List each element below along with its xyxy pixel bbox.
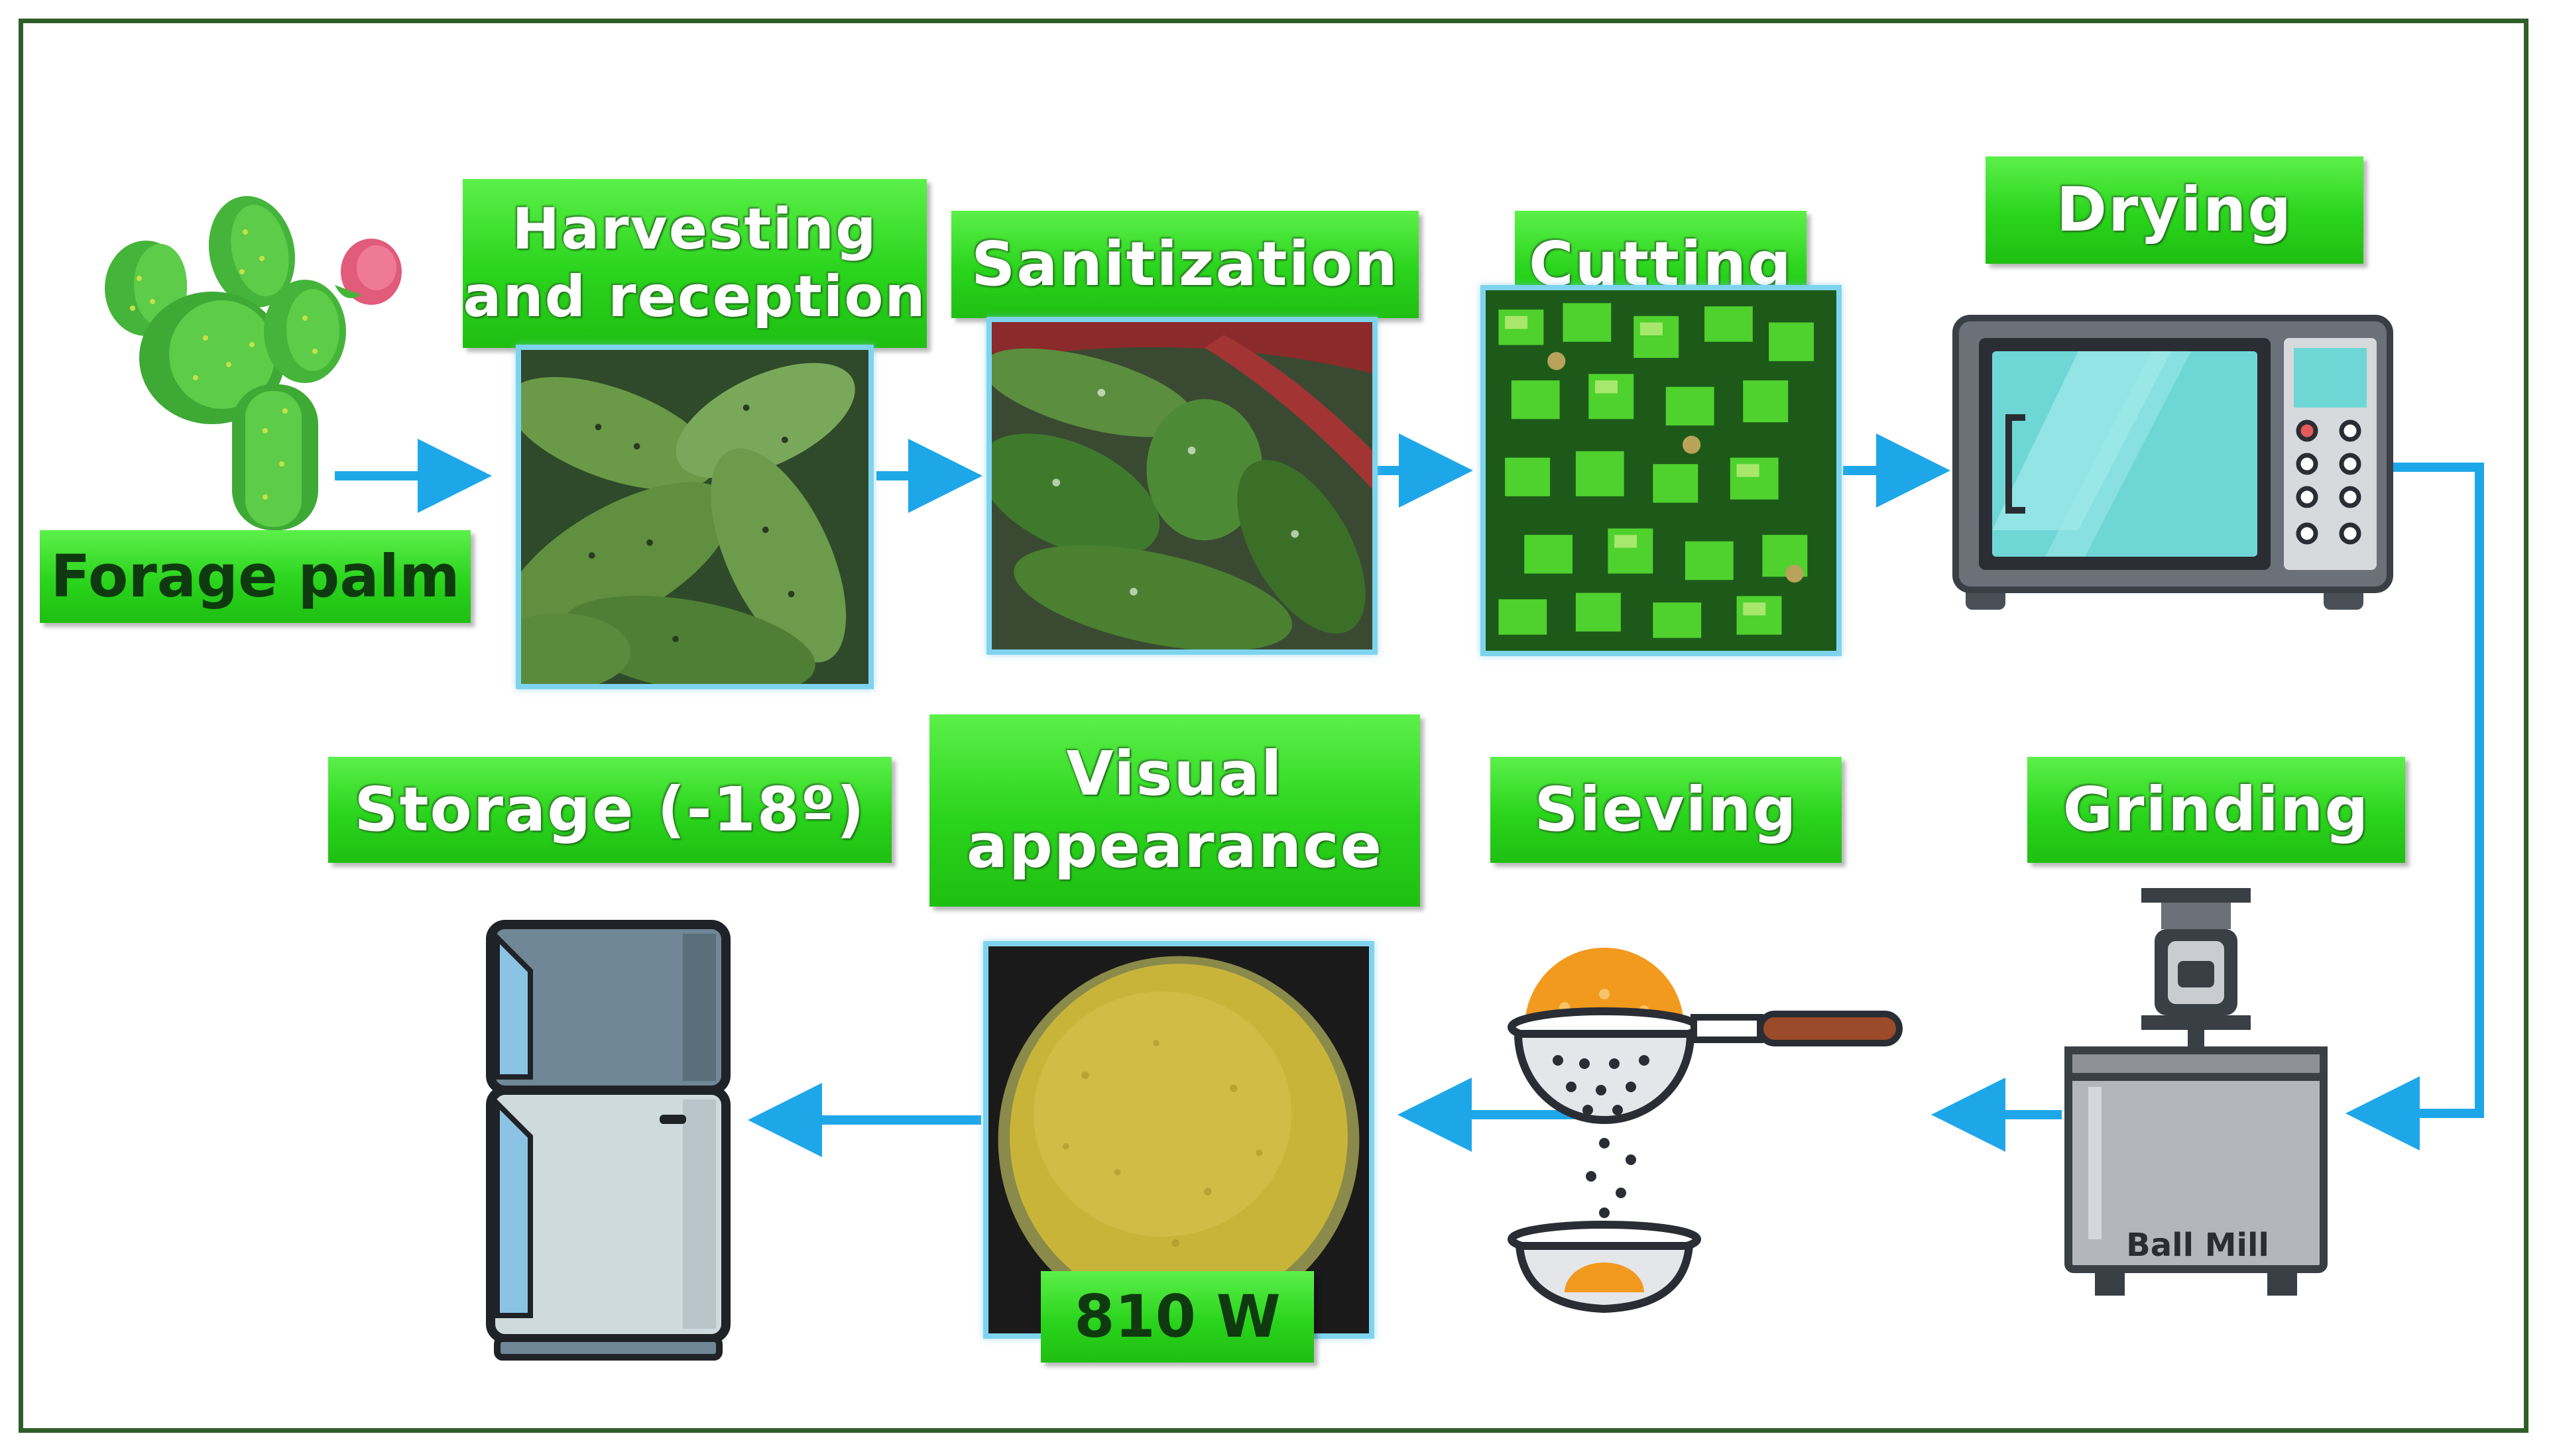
label-sieving: Sieving	[1490, 757, 1842, 863]
arrow-drying-to-grinding	[2345, 463, 2484, 1150]
label-harvesting: Harvesting and reception	[463, 179, 927, 348]
photo-sanitization	[986, 317, 1378, 655]
label-drying: Drying	[1986, 156, 2363, 264]
diagram-frame	[19, 19, 2528, 1433]
label-visual-appearance: Visual appearance	[929, 714, 1420, 907]
photo-visual-appearance	[983, 941, 1374, 1339]
refrigerator-icon	[486, 920, 731, 1361]
label-storage: Storage (-18º)	[328, 757, 892, 863]
ball-mill-icon: Ball Mill	[2064, 888, 2328, 1296]
cactus-icon	[105, 196, 402, 530]
microwave-icon	[1952, 315, 2393, 610]
label-power: 810 W	[1041, 1271, 1314, 1363]
photo-cutting	[1480, 285, 1842, 656]
sieve-icon	[1508, 948, 1903, 1314]
ball-mill-text: Ball Mill	[2126, 1227, 2269, 1264]
label-sanitization: Sanitization	[951, 211, 1419, 318]
photo-harvesting	[516, 345, 874, 689]
label-forage-palm: Forage palm	[40, 530, 471, 623]
label-grinding: Grinding	[2027, 757, 2405, 863]
